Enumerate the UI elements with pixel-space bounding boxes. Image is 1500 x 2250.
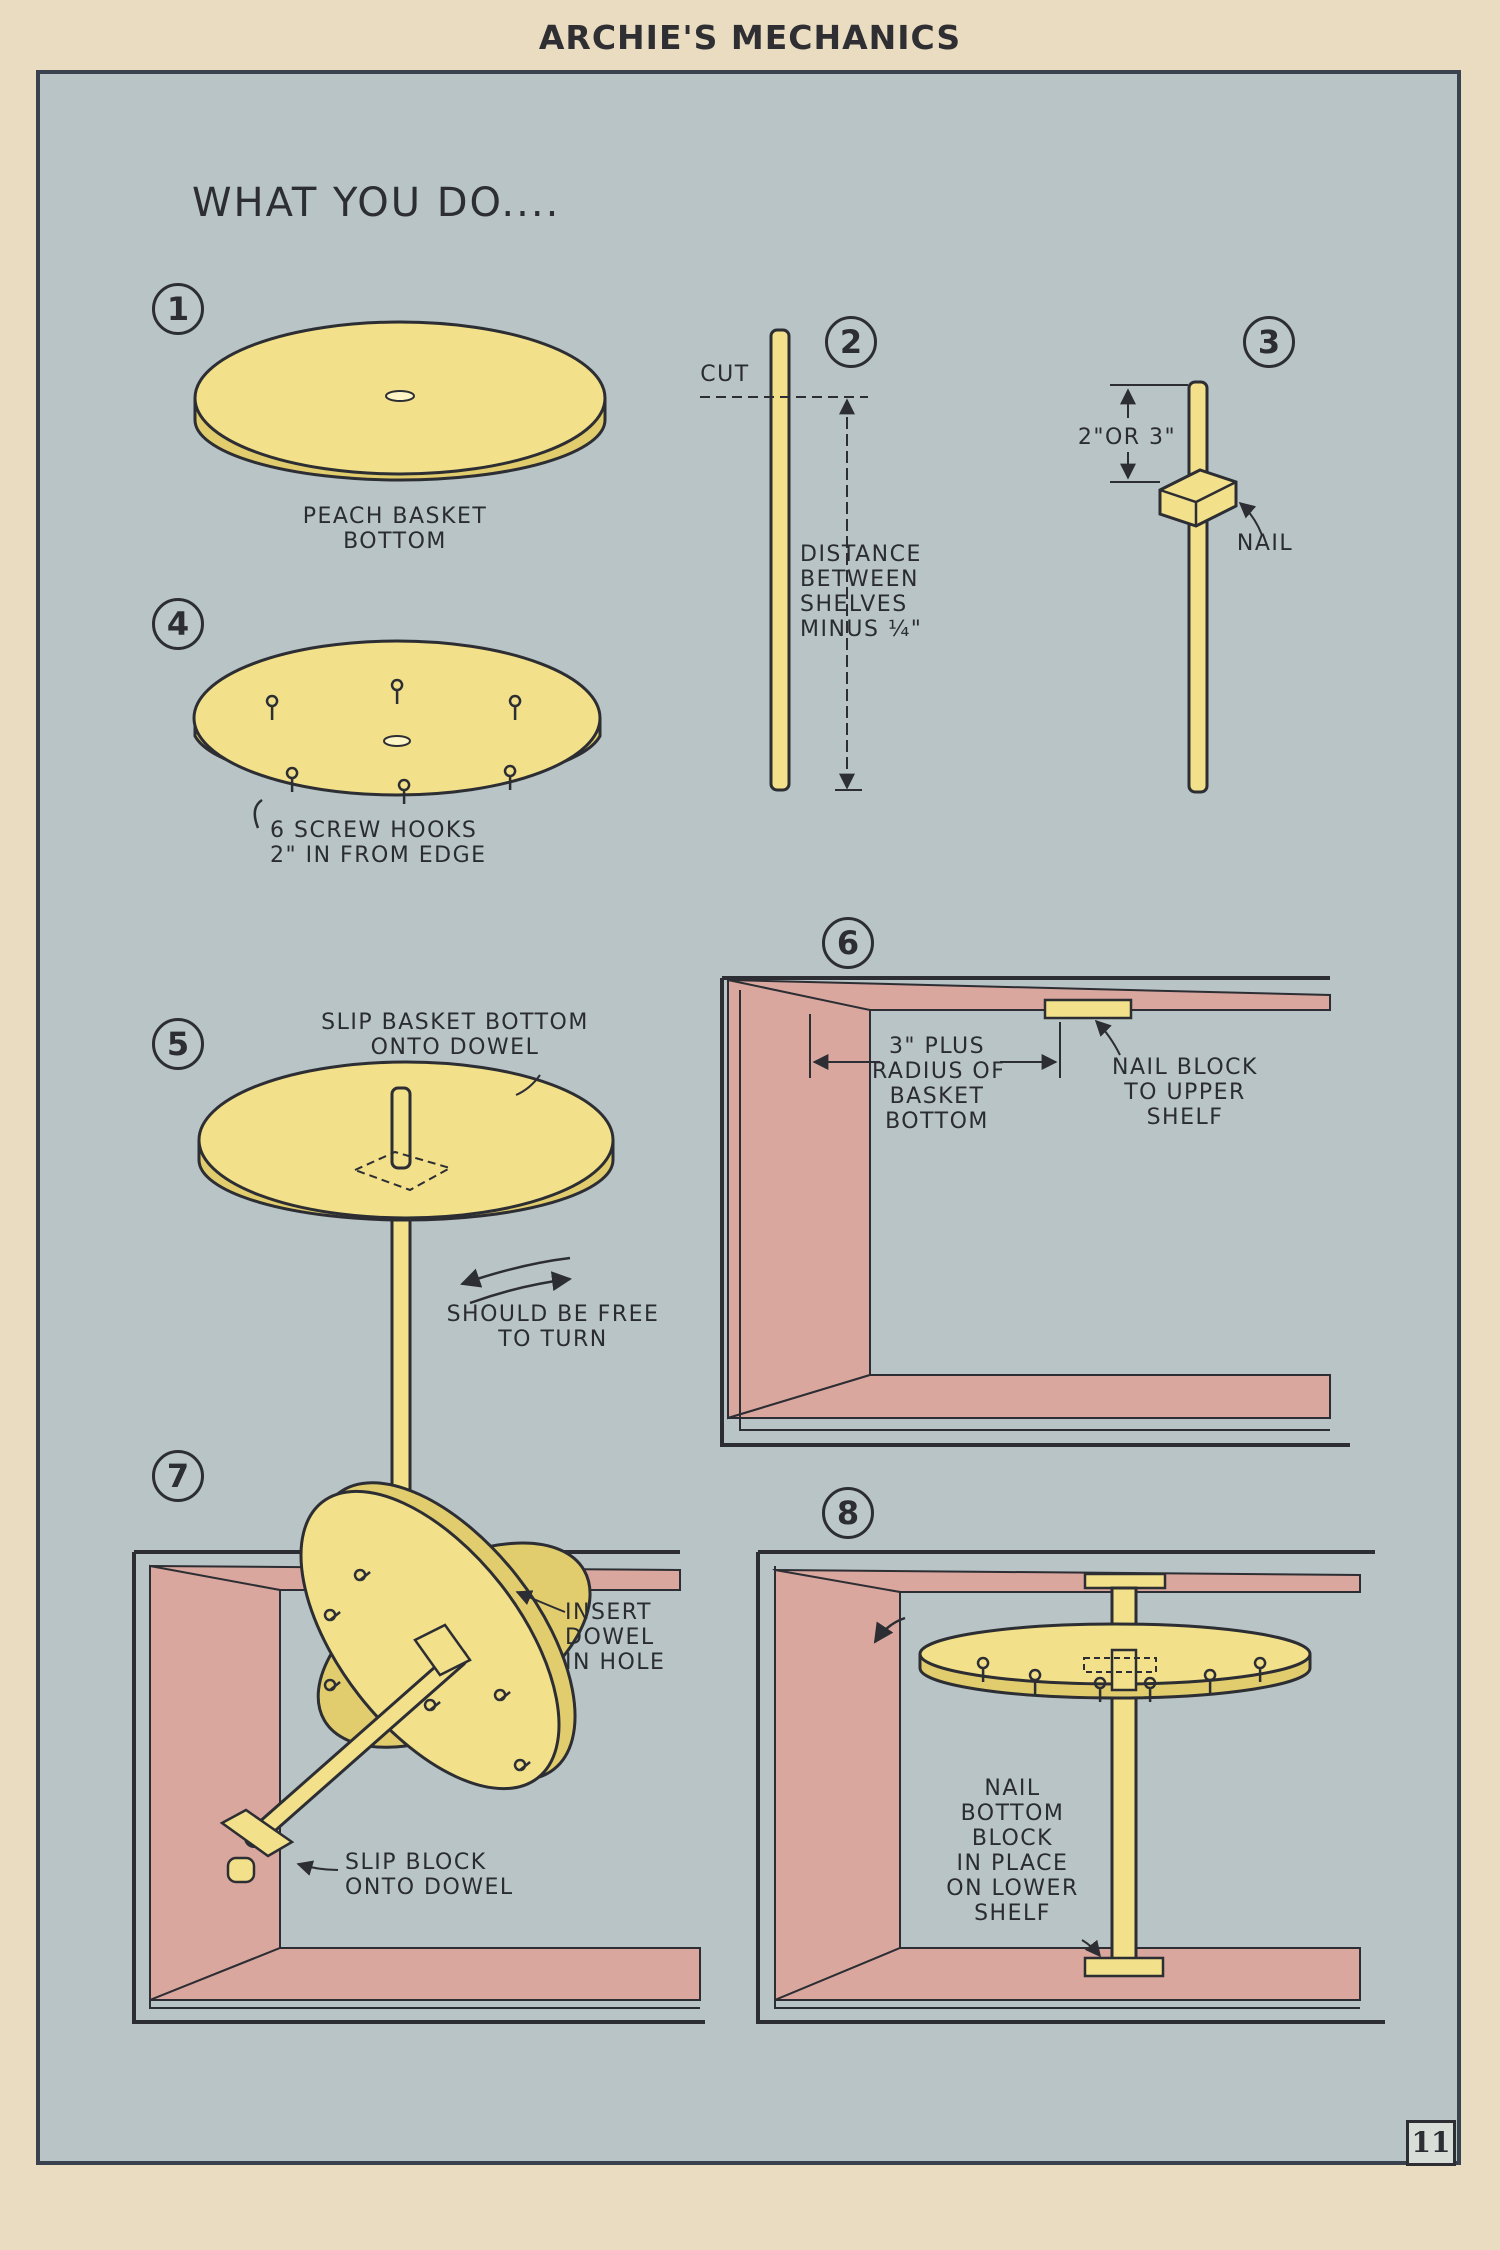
step-badge-7: 7	[152, 1450, 204, 1502]
step6-distance-caption: 3" PLUS RADIUS OF BASKET BOTTOM	[872, 1034, 1006, 1134]
step3-measure-label: 2"OR 3"	[1077, 425, 1177, 450]
step4-caption: 6 SCREW HOOKS 2" IN FROM EDGE	[270, 818, 487, 868]
step8-caption: NAIL BOTTOM BLOCK IN PLACE ON LOWER SHEL…	[946, 1776, 1079, 1926]
shelf-6	[720, 976, 1350, 1447]
shelf-8	[756, 1550, 1385, 2024]
disc-on-dowel-5	[197, 1060, 615, 1497]
basket-bottom-disc-1	[193, 320, 607, 482]
step-badge-6: 6	[822, 917, 874, 969]
step-badge-4: 4	[152, 598, 204, 650]
page-header-title: ARCHIE'S MECHANICS	[538, 18, 962, 57]
step-badge-5: 5	[152, 1018, 204, 1070]
step3-nail-label: NAIL	[1236, 531, 1294, 556]
step-badge-1: 1	[152, 283, 204, 335]
dowel-block-3	[1110, 380, 1263, 794]
step-badge-2: 2	[825, 316, 877, 368]
step-badge-3: 3	[1243, 316, 1295, 368]
page-number: 11	[1406, 2120, 1456, 2166]
step-badge-8: 8	[822, 1487, 874, 1539]
step5-free-caption: SHOULD BE FREE TO TURN	[446, 1302, 660, 1352]
step1-caption: PEACH BASKET BOTTOM	[302, 504, 488, 554]
step5-top-caption: SLIP BASKET BOTTOM ONTO DOWEL	[321, 1010, 589, 1060]
step7-slip-caption: SLIP BLOCK ONTO DOWEL	[345, 1850, 514, 1900]
shelf-7	[132, 1481, 705, 2024]
basket-bottom-disc-4	[192, 639, 602, 829]
step7-insert-caption: INSERT DOWEL IN HOLE	[565, 1600, 666, 1675]
step2-distance-label: DISTANCE BETWEEN SHELVES MINUS ¼"	[800, 542, 923, 642]
step6-nail-caption: NAIL BLOCK TO UPPER SHELF	[1112, 1055, 1258, 1130]
step2-cut-label: CUT	[700, 362, 750, 387]
instructions-heading: WHAT YOU DO....	[192, 180, 561, 226]
dowel-measure-2	[700, 328, 868, 792]
